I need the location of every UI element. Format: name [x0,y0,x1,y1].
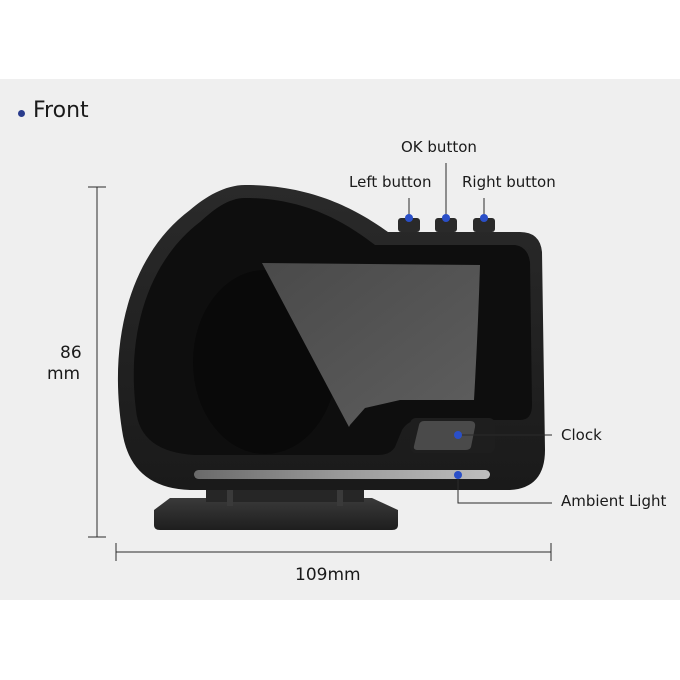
height-unit: mm [47,364,81,384]
clock-label: Clock [561,426,602,444]
height-value: 86 [60,343,82,363]
width-dimension: 109mm [295,565,361,585]
left-button-marker [405,214,413,222]
hardware-buttons [398,218,495,232]
ok-button-marker [442,214,450,222]
clock-marker [454,431,462,439]
right-button-marker [480,214,488,222]
clock-window [413,421,476,450]
bullet-icon [18,110,25,117]
ambient-light-marker [454,471,462,479]
right-button-label: Right button [462,173,556,191]
ok-button-label: OK button [401,138,477,156]
base-stand [154,488,398,530]
section-title: Front [33,98,89,123]
ambient-light-strip [194,470,490,479]
display-glass [262,263,480,427]
ambient-light-label: Ambient Light [561,492,667,510]
left-button-label: Left button [349,173,432,191]
